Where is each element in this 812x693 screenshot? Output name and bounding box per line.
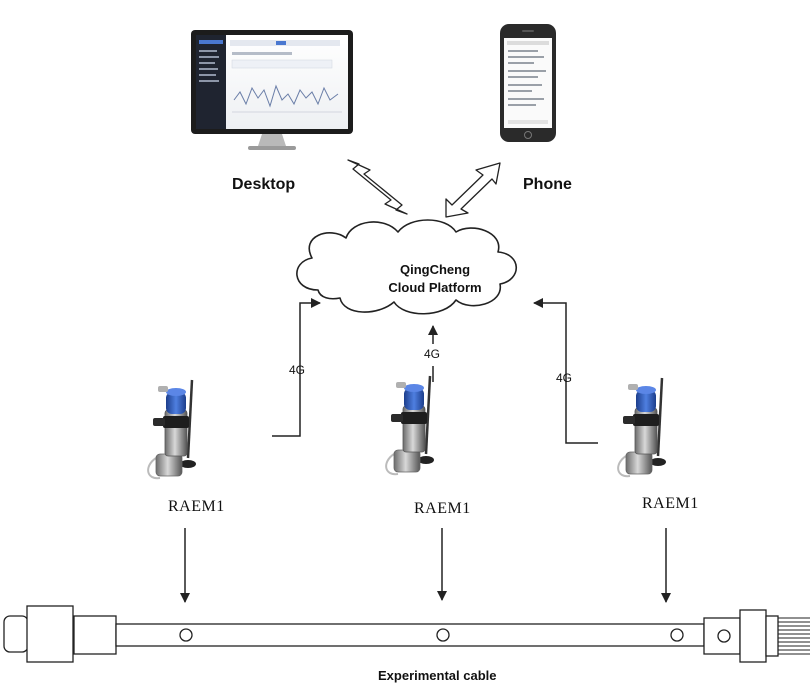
sensor-center-icon bbox=[384, 374, 436, 476]
link-left-label: 4G bbox=[289, 363, 306, 377]
cloud-label-line1: QingCheng bbox=[399, 262, 471, 277]
phone-cloud-double-arrow bbox=[445, 162, 501, 218]
cloud-label-line2: Cloud Platform bbox=[388, 280, 482, 295]
link-center-label: 4G bbox=[424, 347, 441, 361]
experimental-cable-icon bbox=[3, 605, 810, 663]
desktop-cloud-double-arrow bbox=[347, 159, 408, 215]
sensor-left-label: RAEM1 bbox=[168, 498, 225, 515]
smartphone-icon bbox=[500, 24, 556, 142]
desktop-label: Desktop bbox=[232, 176, 296, 193]
sensor-right-label: RAEM1 bbox=[642, 495, 699, 512]
cloud-icon bbox=[296, 219, 517, 315]
sensor-center-label: RAEM1 bbox=[414, 500, 471, 517]
cable-label: Experimental cable bbox=[378, 668, 497, 683]
sensor-left-icon bbox=[146, 378, 198, 480]
link-left-4g bbox=[272, 298, 321, 437]
link-right-label: 4G bbox=[556, 371, 573, 385]
link-right-4g bbox=[533, 298, 598, 444]
phone-label: Phone bbox=[523, 176, 572, 193]
cloud-platform-label: QingCheng Cloud Platform bbox=[365, 261, 505, 297]
desktop-monitor-icon bbox=[191, 30, 353, 150]
sensor-right-icon bbox=[616, 376, 668, 478]
